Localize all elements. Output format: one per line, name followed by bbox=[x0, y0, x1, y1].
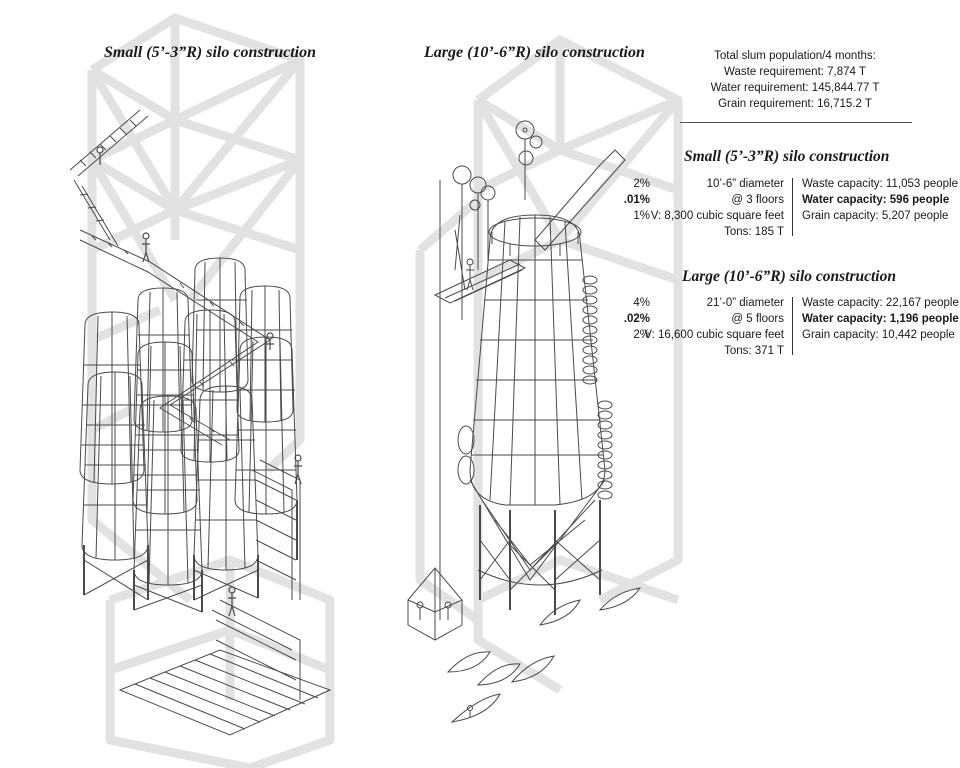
large-silo-percentages: 4% .02% 2% bbox=[600, 295, 650, 343]
small-spec-divider bbox=[792, 178, 793, 236]
boats bbox=[446, 587, 642, 723]
stair-top bbox=[69, 109, 149, 247]
silo-center bbox=[132, 341, 198, 515]
pulley-system bbox=[439, 120, 626, 620]
large-waste-capacity: Waste capacity: 22,167 people bbox=[802, 297, 959, 309]
large-pct-grain: 2% bbox=[633, 329, 650, 341]
silo-mid-b bbox=[180, 309, 240, 463]
small-grain-capacity: Grain capacity: 5,207 people bbox=[802, 210, 949, 222]
large-water-capacity: Water capacity: 1,196 people bbox=[802, 313, 959, 325]
waste-requirement: Waste requirement: 7,874 T bbox=[724, 66, 866, 78]
water-requirement: Water requirement: 145,844.77 T bbox=[710, 82, 880, 94]
requirements-block: Total slum population/4 months: Waste re… bbox=[690, 48, 900, 112]
grain-requirement: Grain requirement: 16,715.2 T bbox=[718, 98, 872, 110]
small-silo-capacities: Waste capacity: 11,053 people Water capa… bbox=[802, 176, 958, 224]
large-floors: @ 5 floors bbox=[731, 313, 784, 325]
silo-back-a bbox=[191, 257, 249, 393]
large-spec-divider bbox=[792, 297, 793, 355]
hut bbox=[407, 567, 463, 641]
base-platform bbox=[118, 649, 332, 736]
small-pct-grain: 1% bbox=[633, 210, 650, 222]
large-pct-waste: 4% bbox=[633, 297, 650, 309]
large-pct-water: .02% bbox=[623, 313, 650, 325]
small-silo-percentages: 2% .01% 1% bbox=[600, 176, 650, 224]
requirements-divider bbox=[680, 122, 912, 123]
small-diameter: 10’-6” diameter bbox=[706, 178, 784, 190]
large-tons: Tons: 371 T bbox=[724, 345, 784, 357]
large-silo-dimensions: 21’-0” diameter @ 5 floors V: 16,600 cub… bbox=[624, 295, 784, 359]
large-grain-capacity: Grain capacity: 10,442 people bbox=[802, 329, 955, 341]
large-silo-spec-title: Large (10’-6”R) silo construction bbox=[682, 268, 896, 285]
small-waste-capacity: Waste capacity: 11,053 people bbox=[802, 178, 958, 190]
small-silo-cluster bbox=[69, 109, 332, 736]
large-silo-spec: 4% .02% 2% 21’-0” diameter @ 5 floors V:… bbox=[600, 295, 960, 361]
scaffold-frame-left bbox=[87, 13, 335, 768]
silo-left-a bbox=[79, 311, 145, 485]
small-silo-spec-title: Small (5’-3”R) silo construction bbox=[684, 148, 890, 165]
small-water-capacity: Water capacity: 596 people bbox=[802, 194, 950, 206]
small-floors: @ 3 floors bbox=[731, 194, 784, 206]
small-pct-waste: 2% bbox=[633, 178, 650, 190]
silo-back-b bbox=[236, 285, 294, 423]
small-silo-spec: 2% .01% 1% 10’-6” diameter @ 3 floors V:… bbox=[600, 176, 960, 242]
small-silo-dimensions: 10’-6” diameter @ 3 floors V: 8,300 cubi… bbox=[624, 176, 784, 240]
large-silo-figure-title: Large (10’-6”R) silo construction bbox=[424, 44, 645, 61]
small-silo-figure-title: Small (5’-3”R) silo construction bbox=[104, 44, 317, 61]
silo-front-b bbox=[133, 395, 203, 586]
small-pct-water: .01% bbox=[623, 194, 650, 206]
large-silo bbox=[407, 120, 642, 723]
chain-rings bbox=[582, 275, 613, 500]
small-volume: V: 8,300 cubic square feet bbox=[650, 210, 784, 222]
large-silo-capacities: Waste capacity: 22,167 people Water capa… bbox=[802, 295, 959, 343]
large-diameter: 21’-0” diameter bbox=[706, 297, 784, 309]
silo-front-c bbox=[193, 385, 259, 571]
small-tons: Tons: 185 T bbox=[724, 226, 784, 238]
scaffold-frame-right bbox=[415, 35, 683, 694]
worker-figures bbox=[96, 146, 302, 617]
large-volume: V: 16,600 cubic square feet bbox=[644, 329, 784, 341]
requirements-heading: Total slum population/4 months: bbox=[714, 50, 876, 62]
